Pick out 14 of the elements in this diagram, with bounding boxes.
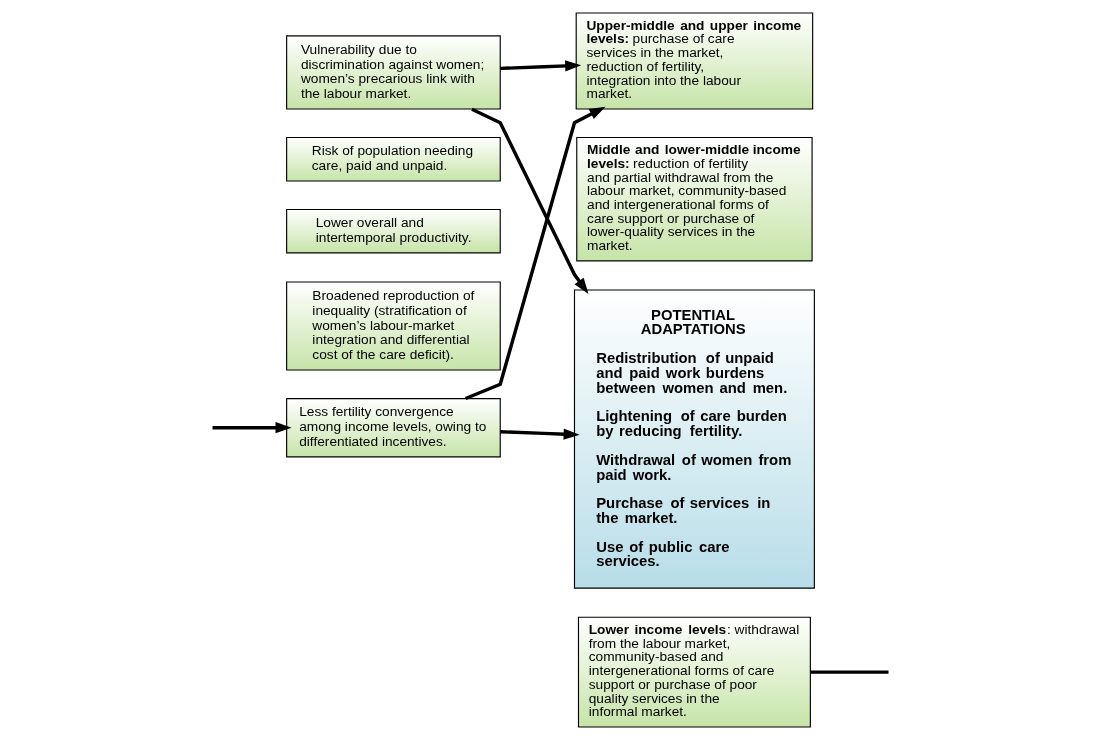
node-box: Middle and lower-middle income levels: reduction of fertility and partial withdrawal from the labour market, community-based and intergenerational forms of care support or purchase of lower-quality services in the market. <box>575 137 813 262</box>
connector <box>810 670 888 674</box>
arrow <box>464 106 605 401</box>
node-box: Less fertility convergence among income levels, owing to differentiated incentives. <box>285 398 501 458</box>
node-box: Upper-middle and upper income levels: purchase of care services in the market, reduction of fertility, integration into the labour market. <box>575 12 813 110</box>
arrow <box>499 60 581 72</box>
node-box: POTENTIAL ADAPTATIONS Redistribution of unpaid and paid work burdens between women and men. Lightening of care burden by reducing fertility. Withdrawal of women from paid work. Purchase of services in the market. Use of public care services. <box>573 289 815 589</box>
node-box: Lower income levels: withdrawal from the labour market, community-based and intergenerational forms of care support or purchase of poor quality services in the informal market. <box>577 616 811 728</box>
node-box: Broadened reproduction of inequality (stratification of women’s labour-market integration and differential cost of the care deficit). <box>285 281 501 371</box>
node-box: Lower overall and intertemporal productivity. <box>285 208 501 254</box>
arrow <box>212 422 292 434</box>
node-box: Risk of population needing care, paid and unpaid. <box>285 137 501 182</box>
node-box: Vulnerability due to discrimination against women; women’s precarious link with the labour market. <box>285 35 501 110</box>
arrow <box>499 428 580 440</box>
